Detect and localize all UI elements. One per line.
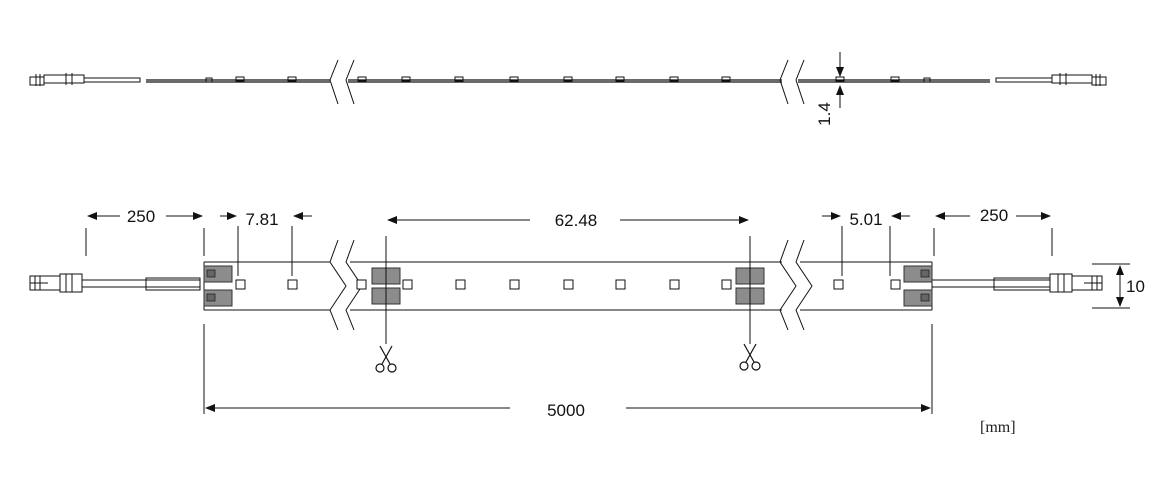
dim-lead-left: 250 xyxy=(127,207,155,226)
connector-icon xyxy=(932,273,1103,293)
dim-total-length: 5000 xyxy=(547,401,585,420)
dim-cut-pitch: 62.48 xyxy=(555,211,598,230)
top-view: 250 7.81 62.48 5.01 250 10 5000 xyxy=(29,206,1145,420)
connector-icon xyxy=(995,73,1107,86)
scissors-icon xyxy=(375,345,397,373)
unit-label: [mm] xyxy=(980,419,1016,436)
thickness-label: 1.4 xyxy=(815,102,834,126)
connector-icon xyxy=(29,73,141,86)
dim-lead-right: 250 xyxy=(980,206,1008,225)
dim-strip-width: 10 xyxy=(1126,277,1145,296)
connector-icon xyxy=(29,273,201,293)
side-view: 1.4 xyxy=(29,52,1107,126)
dim-last-led-offset: 5.01 xyxy=(849,210,882,229)
dim-first-led-offset: 7.81 xyxy=(245,210,278,229)
scissors-icon xyxy=(739,343,761,371)
